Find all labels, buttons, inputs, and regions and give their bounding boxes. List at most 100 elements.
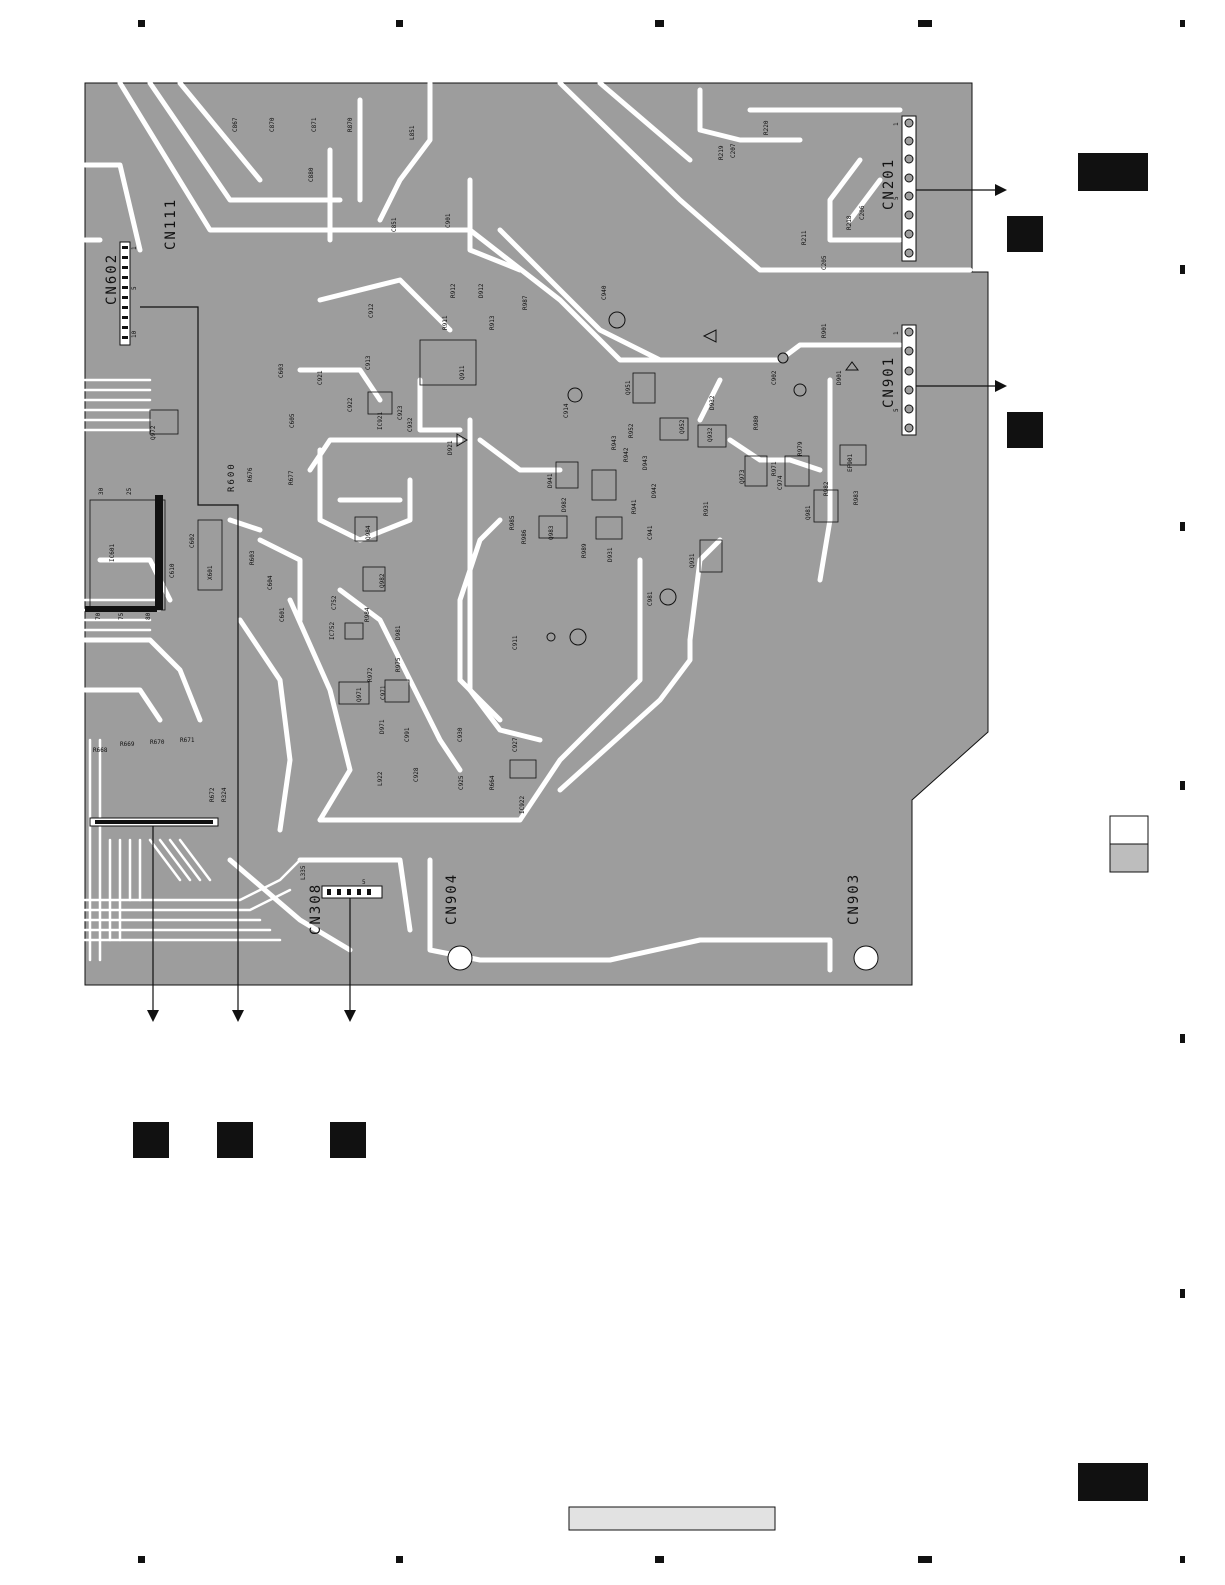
- component-label: C940: [601, 285, 608, 300]
- component-label: D932: [709, 395, 716, 410]
- component-label: C921: [317, 370, 324, 385]
- registration-marks: [138, 20, 1185, 1563]
- component-label: C880: [308, 167, 315, 182]
- component-label: R668: [93, 747, 108, 754]
- component-label: R671: [180, 737, 195, 744]
- component-label: Q972: [150, 425, 157, 440]
- component-label: C981: [647, 591, 654, 606]
- cn201-header: [901, 115, 917, 262]
- component-label: C603: [278, 363, 285, 378]
- component-label: C610: [169, 563, 176, 578]
- component-label: C605: [289, 413, 296, 428]
- ic921-label: IC921: [377, 412, 384, 430]
- cn308-label: CN308: [308, 883, 324, 935]
- component-label: D931: [607, 547, 614, 562]
- component-label: Q973: [739, 469, 746, 484]
- ic752-outline: [344, 622, 364, 640]
- component-label: C902: [771, 370, 778, 385]
- component-label: D971: [379, 719, 386, 734]
- component-label: R669: [120, 741, 135, 748]
- ic922-outline: [509, 759, 537, 779]
- cn901-pin-5: 5: [893, 408, 900, 412]
- component-label: C851: [391, 217, 398, 232]
- cn201-pin-1: 1: [893, 122, 900, 126]
- component-label: EF901: [847, 454, 854, 472]
- component-label: Q971: [356, 687, 363, 702]
- cn901-header: [901, 324, 917, 436]
- ic922-label: IC922: [519, 796, 526, 814]
- component-labels: C867 C870 C871 C880 R870 L851 C851 C901 …: [93, 117, 866, 880]
- component-label: R603: [249, 550, 256, 565]
- component-label: C752: [331, 595, 338, 610]
- component-label: R913: [489, 315, 496, 330]
- component-label: R911: [442, 315, 449, 330]
- x601-outline: [197, 519, 223, 591]
- component-label: C205: [821, 255, 828, 270]
- component-label: R989: [581, 543, 588, 558]
- ic601-label: IC601: [109, 544, 116, 562]
- ic752-label: IC752: [329, 622, 336, 640]
- cn602-pin-1: 1: [131, 246, 138, 250]
- component-label: C871: [311, 117, 318, 132]
- component-label: R983: [853, 490, 860, 505]
- cn308-header: [321, 885, 383, 899]
- component-label: C867: [232, 117, 239, 132]
- component-label: C602: [189, 533, 196, 548]
- component-label: C930: [457, 727, 464, 742]
- harness-wires: [140, 184, 1007, 1022]
- cn602-label: CN602: [104, 253, 120, 305]
- component-label: R979: [797, 441, 804, 456]
- component-label: R600: [227, 462, 237, 492]
- component-label: R972: [367, 667, 374, 682]
- component-label: C925: [458, 775, 465, 790]
- component-label: C932: [407, 417, 414, 432]
- component-label: D981: [395, 625, 402, 640]
- component-label: D982: [561, 497, 568, 512]
- component-label: R670: [150, 739, 165, 746]
- cn111-label: CN111: [163, 198, 179, 250]
- component-label: C941: [647, 525, 654, 540]
- component-label: Q984: [365, 525, 372, 540]
- component-label: R672: [209, 787, 216, 802]
- component-label: Q983: [548, 525, 555, 540]
- component-label: R982: [823, 481, 830, 496]
- ic601-traces: [83, 378, 302, 962]
- board-copper: [82, 80, 989, 986]
- component-label: C913: [365, 355, 372, 370]
- ic601-body: [85, 495, 219, 827]
- component-label: R324: [221, 787, 228, 802]
- component-label: Q911: [459, 365, 466, 380]
- component-label: D943: [642, 455, 649, 470]
- cn308-pin-5: 5: [362, 879, 366, 886]
- component-label: C207: [730, 143, 737, 158]
- component-label: R901: [821, 323, 828, 338]
- ic601-pin-80: 80: [145, 612, 152, 620]
- component-label: R664: [489, 775, 496, 790]
- cn901-label: CN901: [881, 356, 897, 408]
- ic601-pin-25: 25: [126, 487, 133, 495]
- component-label: R931: [703, 501, 710, 516]
- cn903-label: CN903: [846, 873, 862, 925]
- reference-tiles: [133, 153, 1149, 1531]
- component-label: C870: [269, 117, 276, 132]
- component-label: R870: [347, 117, 354, 132]
- component-label: L922: [377, 771, 384, 786]
- cn901-pin-1: 1: [893, 331, 900, 335]
- component-label: C601: [279, 607, 286, 622]
- component-label: C914: [563, 403, 570, 418]
- component-label: C912: [368, 303, 375, 318]
- component-label: D901: [836, 370, 843, 385]
- component-label: R942: [623, 447, 630, 462]
- component-label: Q931: [689, 553, 696, 568]
- component-label: C991: [404, 727, 411, 742]
- component-label: R677: [288, 470, 295, 485]
- component-label: D941: [547, 473, 554, 488]
- component-label: D921: [447, 440, 454, 455]
- component-label: C971: [380, 685, 387, 700]
- component-label: R676: [247, 467, 254, 482]
- component-footprints: [149, 329, 867, 705]
- x601-label: X601: [207, 565, 214, 580]
- component-label: D912: [478, 283, 485, 298]
- component-label: C901: [445, 213, 452, 228]
